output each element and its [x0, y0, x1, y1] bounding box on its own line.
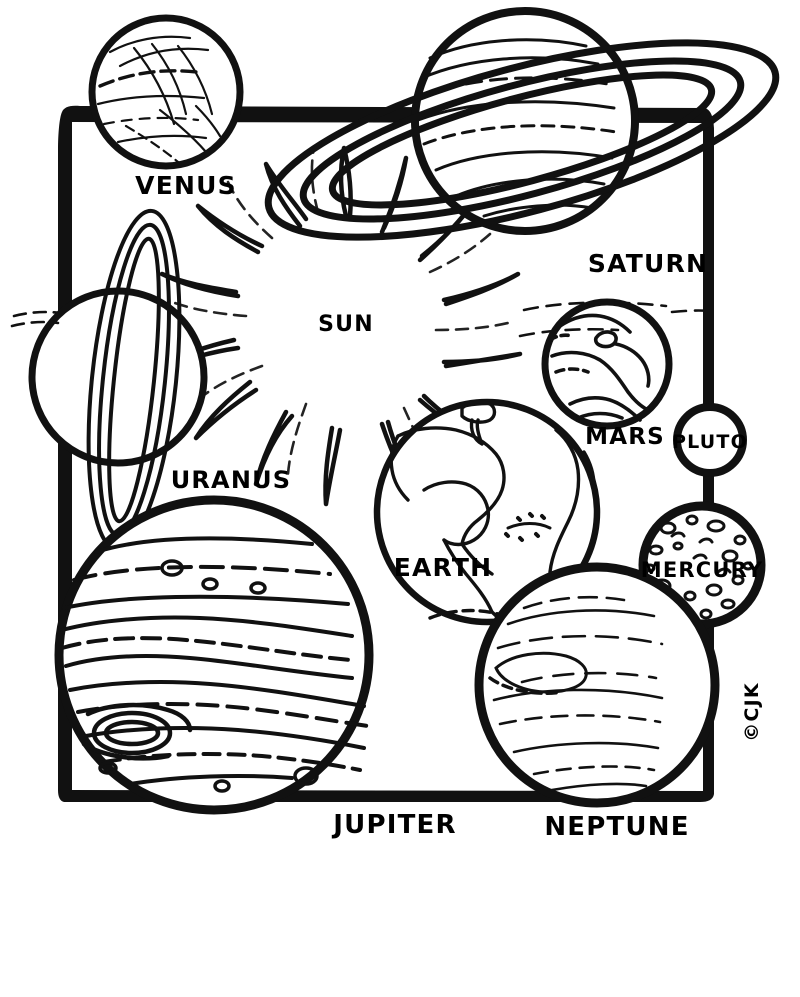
copyright-mark: ©CJK	[741, 682, 763, 742]
label-saturn: SATURN	[588, 249, 708, 278]
planet-jupiter	[54, 495, 374, 815]
label-neptune: NEPTUNE	[544, 812, 689, 842]
label-mars: MARS	[585, 424, 665, 450]
label-earth: EARTH	[394, 553, 493, 582]
label-uranus: URANUS	[171, 466, 292, 494]
planet-neptune	[474, 562, 720, 808]
planet-saturn	[264, 7, 780, 241]
label-venus: VENUS	[135, 171, 237, 200]
planet-labels: SUN VENUS SATURN URANUS MARS PLUTO EARTH…	[135, 171, 763, 842]
planet-venus	[88, 14, 244, 170]
label-pluto: PLUTO	[672, 431, 748, 453]
planet-uranus	[10, 208, 208, 552]
planet-mars	[518, 298, 718, 430]
label-sun: SUN	[318, 312, 374, 337]
label-jupiter: JUPITER	[331, 810, 456, 840]
label-mercury: MERCURY	[641, 558, 764, 582]
planet-pluto	[673, 403, 747, 477]
planet-earth	[373, 398, 601, 632]
